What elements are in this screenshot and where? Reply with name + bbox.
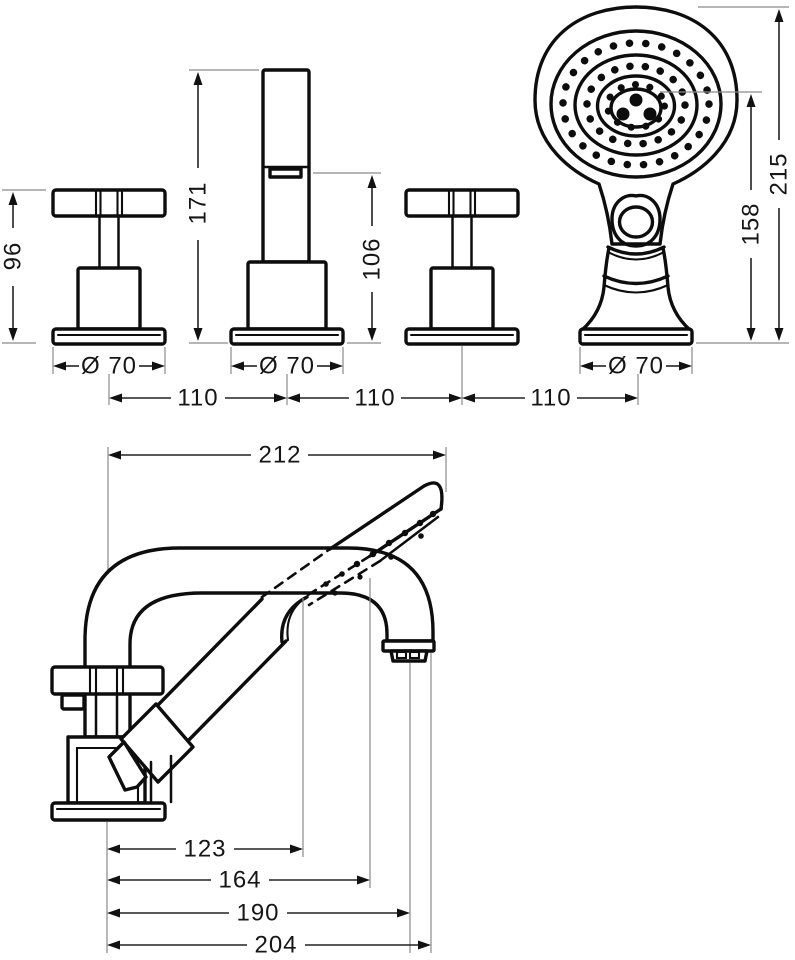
handshower-side-dashed-over-tube — [260, 547, 382, 607]
side-view-flange — [50, 801, 167, 822]
dim-label-123: 123 — [183, 836, 226, 863]
dim-171: 171 — [185, 69, 259, 344]
front-view-handshower — [533, 5, 739, 346]
dim-106: 106 — [313, 172, 386, 344]
dim-label-106: 106 — [359, 237, 386, 280]
handshower-neck-inner — [286, 601, 301, 642]
dim-204: 204 — [107, 932, 431, 959]
dim-164: 164 — [107, 867, 370, 894]
dim-label-110: 110 — [530, 385, 571, 412]
dim-215: 215 — [696, 6, 793, 344]
dim-label-110: 110 — [177, 385, 218, 412]
nozzle-ring-outer — [559, 39, 713, 169]
side-view-assembly — [50, 447, 444, 822]
dim-dia70-handshower: Ø 70 — [579, 347, 693, 380]
dim-96: 96 — [0, 189, 46, 344]
hang-hole-outer — [610, 193, 662, 248]
dim-label-171: 171 — [185, 181, 212, 224]
dim-label-215: 215 — [766, 152, 793, 195]
spout-aerator — [381, 639, 436, 663]
front-view-row — [51, 5, 739, 346]
front-view-handle-left — [51, 188, 167, 346]
dim-label-110: 110 — [354, 385, 395, 412]
dim-label-164: 164 — [218, 867, 261, 894]
spout-side-tube — [83, 546, 435, 739]
nozzle-ring-inner — [604, 81, 668, 131]
nozzle-ring-middle — [583, 62, 689, 148]
handshower-side-head — [323, 481, 444, 596]
dim-123: 123 — [107, 836, 303, 863]
spout-outlet-slot — [268, 167, 303, 179]
center-spray-oval — [609, 87, 663, 129]
dim-label-204: 204 — [254, 932, 297, 959]
hang-hole-inner — [617, 205, 655, 239]
dim-bottom-stack: 123 164 190 204 — [106, 578, 432, 959]
handshower-face-ring — [549, 29, 723, 179]
dim-110-row: 110 110 110 — [108, 346, 639, 412]
dim-label-158: 158 — [738, 202, 765, 245]
dim-158: 158 — [660, 91, 765, 341]
dim-190: 190 — [107, 900, 410, 927]
front-view-handle-right — [404, 188, 520, 346]
diverter-knob — [60, 693, 86, 711]
grip-tip — [107, 740, 148, 792]
dimensions: 96 171 106 — [0, 6, 793, 959]
dim-label-dia70: Ø 70 — [608, 353, 664, 380]
dim-label-212: 212 — [258, 442, 301, 469]
dim-212: 212 — [108, 442, 447, 492]
front-view-spout — [229, 68, 345, 346]
grip-end-cap — [119, 702, 195, 784]
handshower-side-handle — [107, 595, 309, 804]
dim-label-96: 96 — [0, 242, 27, 271]
dim-label-190: 190 — [236, 900, 279, 927]
